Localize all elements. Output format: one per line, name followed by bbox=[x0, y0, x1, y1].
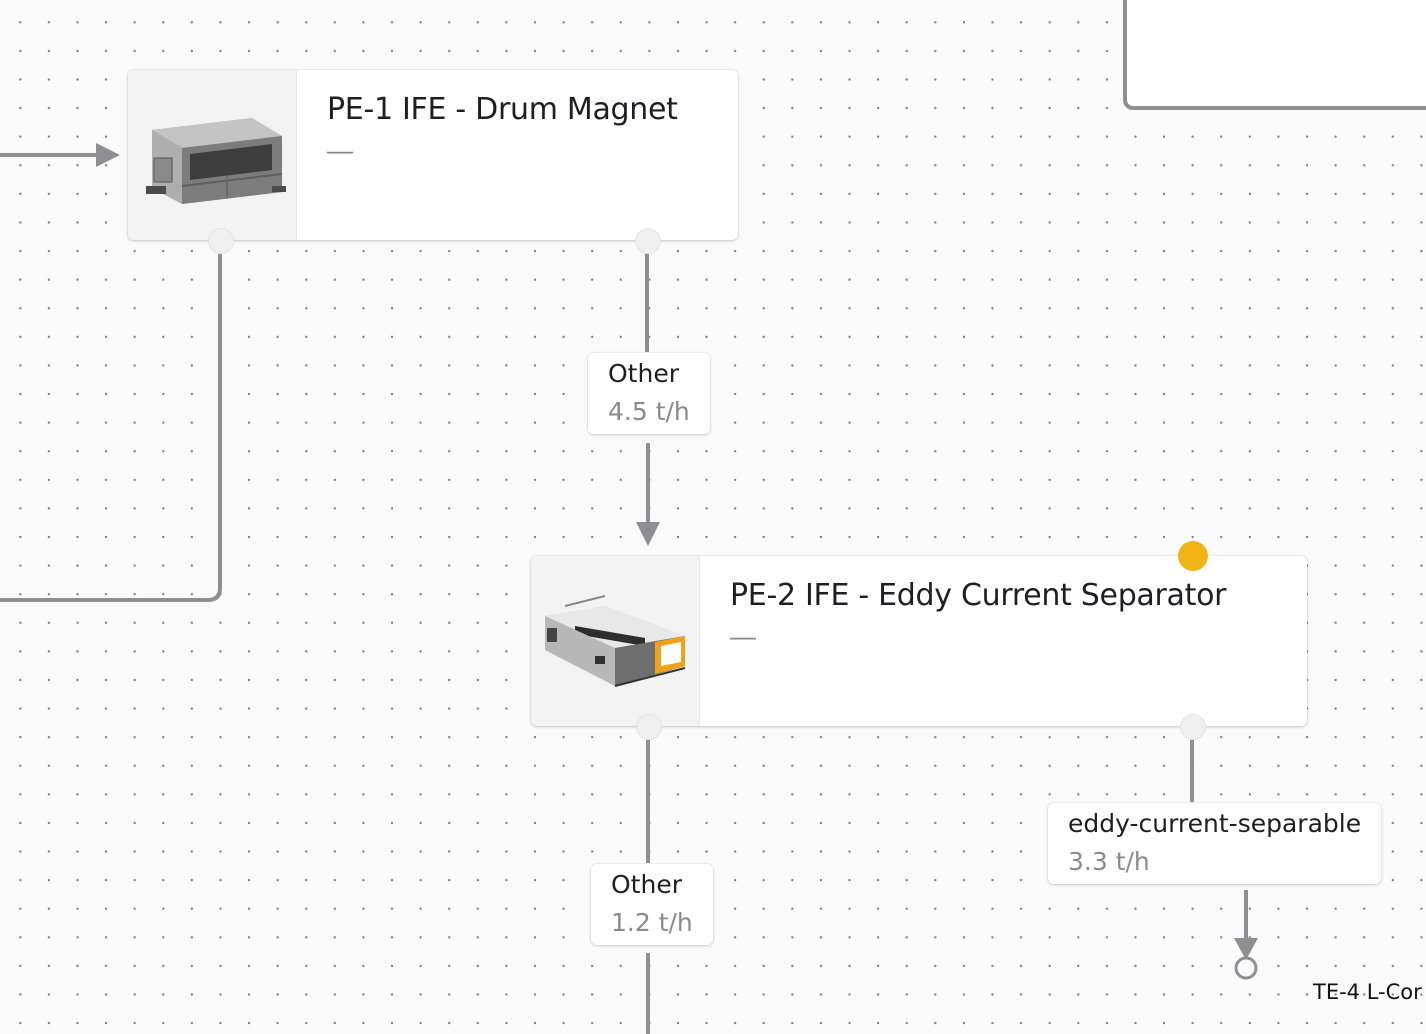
drum-magnet-machine-icon bbox=[146, 118, 286, 204]
edge-label-rate: 1.2 t/h bbox=[611, 908, 693, 937]
target-handle-eddy[interactable] bbox=[1234, 956, 1258, 980]
edge-label-name: eddy-current-separable bbox=[1068, 809, 1362, 838]
source-handle-right[interactable] bbox=[635, 228, 661, 254]
offscreen-node-label-te4: TE-4 L-Cor bbox=[1313, 980, 1422, 1004]
arrowhead-eddy bbox=[1234, 938, 1258, 960]
source-handle-left[interactable] bbox=[636, 714, 662, 740]
node-thumbnail bbox=[128, 70, 297, 240]
edge-label-name: Other bbox=[611, 870, 682, 899]
node-thumbnail bbox=[531, 556, 700, 726]
edge-label-pe1-other[interactable]: Other 4.5 t/h bbox=[588, 353, 710, 434]
edge-label-name: Other bbox=[608, 359, 679, 388]
status-indicator-dot bbox=[1178, 541, 1208, 571]
edge-pe1-loop-left[interactable] bbox=[0, 252, 222, 602]
arrowhead-into-pe1 bbox=[96, 143, 120, 167]
node-subtitle: — bbox=[730, 621, 756, 651]
node-pe2-eddy-current-separator[interactable]: PE-2 IFE - Eddy Current Separator — bbox=[531, 556, 1307, 740]
arrowhead-into-pe2 bbox=[636, 522, 660, 546]
node-pe1-drum-magnet[interactable]: PE-1 IFE - Drum Magnet — bbox=[128, 70, 738, 254]
edge-label-rate: 3.3 t/h bbox=[1068, 847, 1150, 876]
source-handle-left[interactable] bbox=[208, 228, 234, 254]
node-title: PE-1 IFE - Drum Magnet bbox=[327, 92, 678, 127]
edge-label-pe2-other[interactable]: Other 1.2 t/h bbox=[591, 864, 713, 945]
edge-label-rate: 4.5 t/h bbox=[608, 397, 690, 426]
eddy-current-separator-machine-icon bbox=[545, 595, 686, 687]
offscreen-node-top-right[interactable] bbox=[1123, 0, 1426, 110]
node-subtitle: — bbox=[327, 135, 353, 165]
edge-label-eddy-current-separable[interactable]: eddy-current-separable 3.3 t/h bbox=[1048, 803, 1382, 884]
source-handle-right[interactable] bbox=[1180, 714, 1206, 740]
node-title: PE-2 IFE - Eddy Current Separator bbox=[730, 578, 1227, 613]
